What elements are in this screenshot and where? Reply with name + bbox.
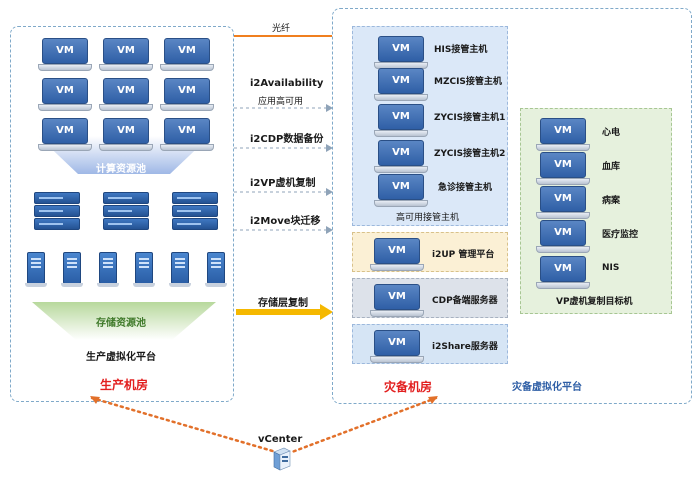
availability-sublabel: 应用高可用 — [258, 97, 304, 107]
vp-targets-title: VP虚机复制目标机 — [556, 297, 633, 307]
vm-icon: VM — [536, 256, 590, 290]
production-platform-label: 生产虚拟化平台 — [86, 352, 156, 363]
availability-arrow — [234, 104, 333, 112]
dr-site-frame — [332, 8, 692, 404]
vm-icon: VM — [99, 78, 153, 112]
storage-tower-icon — [205, 252, 227, 287]
storage-tower-icon — [61, 252, 83, 287]
compute-pool-label: 计算资源池 — [96, 164, 146, 175]
storage-replication-label: 存储层复制 — [258, 298, 308, 309]
production-room-label: 生产机房 — [100, 378, 149, 392]
fiber-label: 光纤 — [272, 24, 291, 34]
vm-icon: VM — [536, 118, 590, 152]
vm-icon: VM — [160, 78, 214, 112]
dr-room-label: 灾备机房 — [384, 380, 433, 394]
vm-icon: VM — [38, 118, 92, 152]
storage-replication-arrow — [236, 304, 333, 320]
cdp-label: i2CDP数据备份 — [250, 134, 324, 145]
vm-icon: VM — [536, 152, 590, 186]
vp-label: i2VP虚机复制 — [250, 178, 316, 189]
storage-tower-icon — [97, 252, 119, 287]
i2up-label: i2UP 管理平台 — [432, 250, 495, 260]
vp-target-label: NIS — [602, 263, 620, 273]
ha-host-label: HIS接管主机 — [434, 45, 488, 55]
vm-icon: VM — [38, 38, 92, 72]
vm-icon: VM — [370, 330, 424, 364]
storage-tower-icon — [25, 252, 47, 287]
ha-host-label: 急诊接管主机 — [438, 183, 493, 193]
fiber-line — [234, 35, 332, 37]
rack-server-icon — [172, 192, 218, 232]
cdp-arrow — [234, 144, 333, 152]
i2share-label: i2Share服务器 — [432, 342, 498, 352]
storage-pool-label: 存储资源池 — [96, 318, 146, 329]
vm-icon: VM — [38, 78, 92, 112]
vcenter-link-left — [90, 396, 278, 454]
availability-label: i2Availability — [250, 78, 324, 89]
vm-icon: VM — [536, 220, 590, 254]
vm-icon: VM — [374, 140, 428, 174]
ha-host-label: MZCIS接管主机 — [434, 77, 502, 87]
vp-target-label: 血库 — [602, 162, 621, 172]
storage-pool-shape — [32, 302, 216, 340]
vm-icon: VM — [160, 38, 214, 72]
ha-host-label: ZYCIS接管主机2 — [434, 149, 506, 159]
move-arrow — [234, 226, 333, 234]
vcenter-label: vCenter — [258, 434, 303, 445]
vm-icon: VM — [536, 186, 590, 220]
vm-icon: VM — [99, 118, 153, 152]
vm-icon: VM — [370, 284, 424, 318]
vcenter-server-icon — [273, 447, 291, 471]
ha-hosts-title: 高可用接管主机 — [396, 213, 460, 223]
vm-icon: VM — [374, 104, 428, 138]
vm-icon: VM — [374, 174, 428, 208]
storage-tower-icon — [169, 252, 191, 287]
vm-icon: VM — [99, 38, 153, 72]
ha-hosts-panel — [352, 26, 508, 226]
vcenter-link-right — [290, 396, 438, 454]
vm-icon: VM — [370, 238, 424, 272]
rack-server-icon — [103, 192, 149, 232]
storage-tower-icon — [133, 252, 155, 287]
vm-icon: VM — [374, 36, 428, 70]
production-site-frame — [10, 26, 234, 402]
vm-icon: VM — [160, 118, 214, 152]
vp-target-label: 医疗监控 — [602, 230, 639, 240]
vp-target-label: 心电 — [602, 128, 621, 138]
ha-host-label: ZYCIS接管主机1 — [434, 113, 506, 123]
cdp-server-label: CDP备端服务器 — [432, 296, 498, 306]
vm-icon: VM — [374, 68, 428, 102]
dr-platform-label: 灾备虚拟化平台 — [512, 382, 582, 393]
vp-target-label: 病案 — [602, 196, 621, 206]
rack-server-icon — [34, 192, 80, 232]
vp-arrow — [234, 188, 333, 196]
move-label: i2Move块迁移 — [250, 216, 321, 227]
